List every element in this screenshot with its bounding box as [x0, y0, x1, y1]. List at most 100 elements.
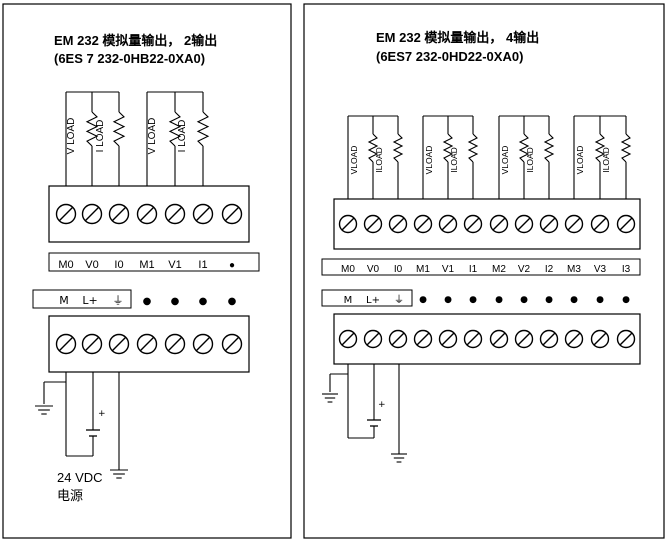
screw-slot	[441, 332, 455, 346]
resistor-symbol	[85, 111, 99, 147]
load-label-2: VLOAD	[424, 146, 434, 175]
power-dot-2: ●	[199, 296, 208, 307]
left-panel-frame	[2, 3, 292, 539]
bottom-terminal-block	[333, 313, 641, 365]
screw-slot	[341, 217, 355, 231]
terminal-label-strip	[321, 258, 641, 276]
resistor-symbol	[112, 111, 126, 147]
terminal-label-strip	[48, 252, 260, 272]
screw-slot	[167, 206, 183, 222]
resistor-symbol	[594, 133, 606, 163]
power-dot-0: ●	[419, 295, 427, 305]
load-label-5: ILOAD	[525, 147, 535, 173]
power-label-strip	[32, 289, 132, 309]
resistor-symbol	[392, 133, 404, 163]
left-title-line2: (6ES 7 232-0HB22-0XA0)	[54, 51, 205, 66]
terminal-label-0: M0	[58, 259, 73, 271]
terminal-label-11: I3	[622, 264, 631, 275]
left-title-line1: EM 232 模拟量输出， 2输出	[54, 33, 217, 48]
terminal-label-2: I0	[394, 264, 403, 275]
resistor-symbol	[442, 133, 454, 163]
screw-slot	[224, 206, 240, 222]
power-dot-8: ●	[622, 295, 630, 305]
power-dot-7: ●	[596, 295, 604, 305]
load-label-3: I LOAD	[177, 120, 188, 153]
power-dot-1: ●	[171, 296, 180, 307]
resistor-symbol	[168, 111, 182, 147]
supply-plus: +	[378, 400, 386, 410]
screw-slot	[224, 336, 240, 352]
screw-slot	[441, 217, 455, 231]
screw-slot	[466, 217, 480, 231]
load-label-1: I LOAD	[95, 120, 106, 153]
right-title-line1: EM 232 模拟量输出， 4输出	[376, 30, 539, 45]
screw-slot	[366, 332, 380, 346]
screw-slot	[84, 206, 100, 222]
power-terminal-label-0: M	[344, 295, 353, 306]
screw-slot	[542, 332, 556, 346]
resistor-symbol	[543, 133, 555, 163]
load-label-3: ILOAD	[449, 147, 459, 173]
terminal-label-4: V1	[442, 264, 455, 275]
screw-slot	[416, 217, 430, 231]
terminal-label-7: V2	[518, 264, 531, 275]
terminal-label-8: I2	[545, 264, 554, 275]
load-label-4: VLOAD	[500, 146, 510, 175]
screw-slot	[466, 332, 480, 346]
resistor-symbol	[367, 133, 379, 163]
power-dot-3: ●	[228, 296, 237, 307]
screw-slot	[167, 336, 183, 352]
load-label-7: ILOAD	[601, 147, 611, 173]
power-terminal-label-2: ⏚	[113, 294, 124, 307]
load-label-6: VLOAD	[575, 146, 585, 175]
screw-slot	[567, 217, 581, 231]
power-terminal-label-2: ⏚	[394, 294, 404, 306]
power-dot-5: ●	[545, 295, 553, 305]
terminal-label-9: M3	[567, 264, 581, 275]
terminal-label-1: V0	[85, 259, 98, 271]
load-label-0: VLOAD	[349, 146, 359, 175]
power-label-strip	[321, 289, 413, 307]
terminal-label-1: V0	[367, 264, 380, 275]
screw-slot	[58, 336, 74, 352]
terminal-label-3: M1	[139, 259, 154, 271]
screw-slot	[195, 336, 211, 352]
screw-slot	[366, 217, 380, 231]
load-label-1: ILOAD	[374, 147, 384, 173]
power-dot-0: ●	[143, 296, 152, 307]
screw-slot	[111, 206, 127, 222]
supply-plus: +	[98, 409, 106, 419]
right-panel-frame	[303, 3, 665, 539]
screw-slot	[391, 217, 405, 231]
power-dot-1: ●	[444, 295, 452, 305]
terminal-label-10: V3	[594, 264, 607, 275]
terminal-label-3: M1	[416, 264, 430, 275]
terminal-label-4: V1	[168, 259, 181, 271]
terminal-label-2: I0	[114, 259, 123, 271]
power-terminal-label-0: M	[59, 294, 69, 307]
supply-label-line1: 24 VDC	[57, 470, 103, 485]
power-terminal-label-1: L+	[366, 295, 380, 306]
screw-slot	[492, 332, 506, 346]
screw-slot	[517, 217, 531, 231]
screw-slot	[391, 332, 405, 346]
screw-slot	[111, 336, 127, 352]
screw-slot	[416, 332, 430, 346]
power-dot-4: ●	[520, 295, 528, 305]
terminal-label-6: M2	[492, 264, 506, 275]
terminal-label-6: ●	[229, 260, 235, 271]
terminal-label-0: M0	[341, 264, 355, 275]
power-dot-6: ●	[570, 295, 578, 305]
screw-slot	[619, 332, 633, 346]
load-label-2: V LOAD	[147, 118, 158, 155]
top-terminal-block	[333, 198, 641, 250]
screw-slot	[593, 332, 607, 346]
screw-slot	[195, 206, 211, 222]
power-terminal-label-1: L+	[82, 294, 97, 307]
resistor-symbol	[467, 133, 479, 163]
screw-slot	[492, 217, 506, 231]
screw-slot	[619, 217, 633, 231]
